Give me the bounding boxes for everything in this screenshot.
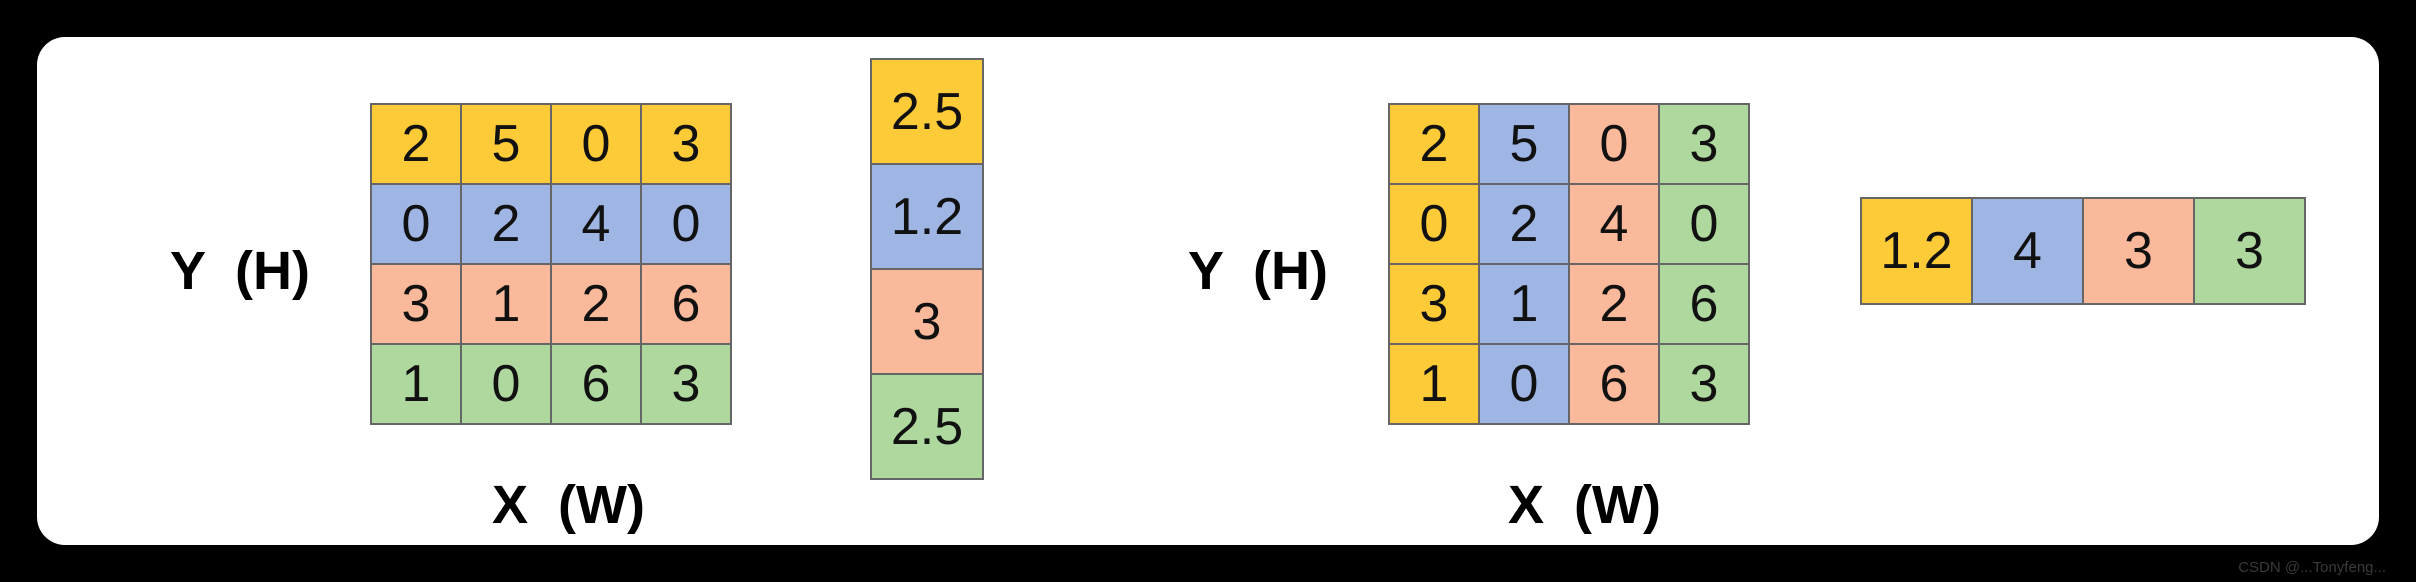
- left-matrix-cell: 1: [372, 345, 462, 425]
- left-matrix-cell: 1: [462, 265, 552, 345]
- right-matrix-cell: 0: [1660, 185, 1750, 265]
- right-result-cell: 4: [1973, 199, 2084, 305]
- right-matrix-cell: 5: [1480, 105, 1570, 185]
- right-result-cell: 3: [2084, 199, 2195, 305]
- right-matrix-cell: 1: [1480, 265, 1570, 345]
- right-matrix-cell: 3: [1660, 105, 1750, 185]
- right-matrix-cell: 0: [1390, 185, 1480, 265]
- left-x-axis-label: X (W): [492, 475, 645, 535]
- left-matrix-cell: 0: [462, 345, 552, 425]
- left-matrix-cell: 0: [372, 185, 462, 265]
- left-result-cell: 1.2: [872, 165, 984, 270]
- left-y-axis-label: Y (H): [170, 241, 311, 301]
- left-matrix-cell: 6: [552, 345, 642, 425]
- left-matrix-cell: 2: [552, 265, 642, 345]
- right-result-cell: 3: [2195, 199, 2306, 305]
- left-matrix-cell: 3: [642, 105, 732, 185]
- right-matrix-cell: 3: [1390, 265, 1480, 345]
- left-matrix-cell: 6: [642, 265, 732, 345]
- right-matrix-cell: 1: [1390, 345, 1480, 425]
- right-matrix-cell: 2: [1390, 105, 1480, 185]
- left-matrix-cell: 2: [462, 185, 552, 265]
- left-matrix-cell: 3: [372, 265, 462, 345]
- right-result-cell: 1.2: [1862, 199, 1973, 305]
- right-y-axis-label: Y (H): [1188, 241, 1329, 301]
- left-matrix-cell: 3: [642, 345, 732, 425]
- left-result-cell: 2.5: [872, 60, 984, 165]
- right-matrix-cell: 0: [1570, 105, 1660, 185]
- left-matrix-cell: 4: [552, 185, 642, 265]
- left-result-cell: 2.5: [872, 375, 984, 480]
- right-matrix-cell: 2: [1480, 185, 1570, 265]
- left-matrix-cell: 2: [372, 105, 462, 185]
- right-matrix-cell: 2: [1570, 265, 1660, 345]
- right-x-axis-label: X (W): [1508, 475, 1661, 535]
- left-matrix-cell: 0: [642, 185, 732, 265]
- right-matrix-cell: 6: [1570, 345, 1660, 425]
- right-matrix-cell: 4: [1570, 185, 1660, 265]
- left-matrix-cell: 0: [552, 105, 642, 185]
- right-matrix-cell: 0: [1480, 345, 1570, 425]
- right-matrix-cell: 6: [1660, 265, 1750, 345]
- left-result-cell: 3: [872, 270, 984, 375]
- right-matrix-cell: 3: [1660, 345, 1750, 425]
- watermark: CSDN @...Tonyfeng...: [2238, 559, 2386, 576]
- left-matrix-cell: 5: [462, 105, 552, 185]
